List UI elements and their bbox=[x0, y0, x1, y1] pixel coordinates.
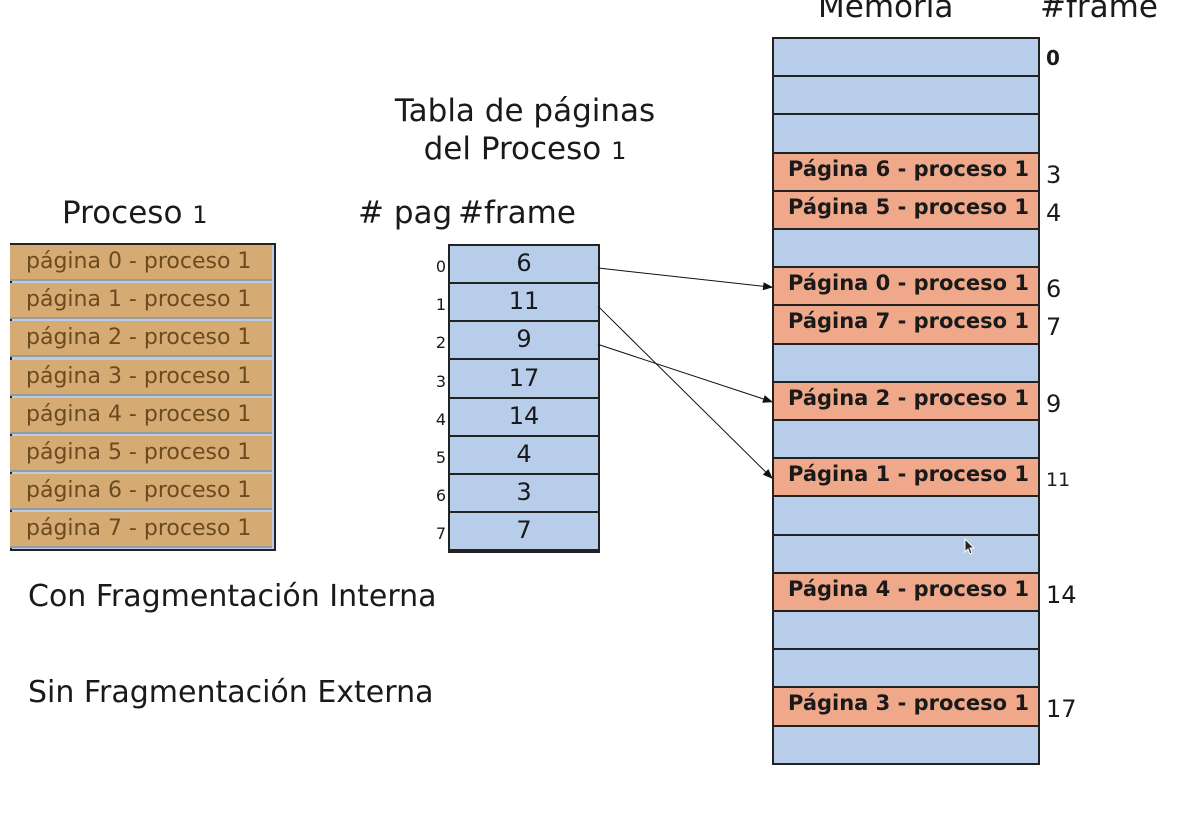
memory-frame-occupied: Página 0 - proceso 1 bbox=[774, 268, 1038, 307]
process-page-row: página 6 - proceso 1 bbox=[10, 474, 272, 511]
process-page-row: página 2 - proceso 1 bbox=[10, 321, 272, 358]
memory-frame-occupied: Página 2 - proceso 1 bbox=[774, 382, 1038, 421]
memory-frame-free bbox=[774, 77, 1038, 116]
page-table-frame-cell: 17 bbox=[450, 360, 598, 399]
page-index-label: 5 bbox=[435, 448, 446, 467]
process-page-row: página 5 - proceso 1 bbox=[10, 436, 272, 472]
frame-number-label: 9 bbox=[1046, 389, 1062, 418]
page-index-label: 0 bbox=[435, 257, 446, 276]
frame-number-label: 3 bbox=[1046, 160, 1062, 189]
memory-frame-free bbox=[774, 39, 1038, 78]
page-table-frame-cell: 11 bbox=[450, 284, 598, 323]
page-index-label: 7 bbox=[435, 524, 446, 544]
frame-column-header: #frame bbox=[1040, 0, 1158, 25]
page-table-frame-cell: 9 bbox=[450, 322, 598, 361]
page-table-title-line1: Tabla de páginas bbox=[394, 93, 656, 129]
page-index-label: 3 bbox=[435, 371, 446, 391]
page-index-label: 4 bbox=[435, 409, 446, 429]
page-table-title-number: 1 bbox=[611, 137, 627, 165]
page-index-label: 1 bbox=[435, 295, 446, 315]
memory-frame-occupied: Página 4 - proceso 1 bbox=[774, 573, 1038, 612]
frame-number-label: 0 bbox=[1046, 46, 1060, 70]
memory-header: Memoria bbox=[818, 0, 954, 25]
memory-frame-free bbox=[774, 726, 1038, 765]
page-index-label: 6 bbox=[435, 486, 446, 506]
page-table-title-line2: del Proceso 1 bbox=[380, 130, 670, 170]
memory-frame-free bbox=[774, 612, 1038, 651]
frame-number-label: 14 bbox=[1046, 580, 1077, 609]
internal-fragmentation-note: Con Fragmentación Interna bbox=[28, 579, 437, 614]
process-title-number: 1 bbox=[192, 201, 208, 229]
memory-frame-free bbox=[774, 344, 1038, 383]
frame-number-label: 6 bbox=[1046, 275, 1062, 304]
process-title: Proceso 1 bbox=[62, 198, 208, 229]
page-table-frame-cell: 3 bbox=[450, 475, 598, 514]
memory-frame-occupied: Página 3 - proceso 1 bbox=[774, 688, 1038, 727]
process-page-row: página 1 - proceso 1 bbox=[10, 283, 272, 320]
page-table-frame-cell: 6 bbox=[450, 246, 598, 284]
page-table-title-text: del Proceso bbox=[423, 131, 602, 167]
memory-frame-free bbox=[774, 421, 1038, 460]
page-to-frame-arrow bbox=[597, 343, 773, 403]
process-page-row: página 4 - proceso 1 bbox=[10, 397, 272, 434]
frame-number-label: 4 bbox=[1046, 198, 1062, 227]
page-to-frame-arrow bbox=[597, 305, 773, 479]
process-page-row: página 3 - proceso 1 bbox=[10, 359, 272, 396]
memory-frame-occupied: Página 5 - proceso 1 bbox=[774, 191, 1038, 230]
page-table-frame-cell: 4 bbox=[450, 437, 598, 475]
memory-frame-free bbox=[774, 535, 1038, 574]
memory-frame-occupied: Página 1 - proceso 1 bbox=[774, 459, 1038, 498]
memory-frame-free bbox=[774, 230, 1038, 269]
page-table-title: Tabla de páginas del Proceso 1 bbox=[380, 92, 670, 170]
page-number-column-header: # pag bbox=[358, 195, 453, 231]
memory-frame-occupied: Página 7 - proceso 1 bbox=[774, 306, 1038, 345]
page-table-frame-cell: 14 bbox=[450, 398, 598, 437]
page-to-frame-arrow bbox=[597, 267, 773, 291]
memory-frame-free bbox=[774, 650, 1038, 689]
process-title-text: Proceso bbox=[62, 195, 183, 231]
page-table-frame-cell: 7 bbox=[450, 513, 598, 552]
mouse-cursor-icon bbox=[964, 538, 976, 555]
external-fragmentation-note: Sin Fragmentación Externa bbox=[28, 675, 434, 710]
memory-frame-occupied: Página 6 - proceso 1 bbox=[774, 153, 1038, 192]
frame-number-label: 7 bbox=[1046, 313, 1062, 342]
frame-number-column-header: #frame bbox=[458, 195, 576, 231]
memory-frame-free bbox=[774, 115, 1038, 154]
process-page-row: página 0 - proceso 1 bbox=[10, 245, 272, 281]
memory-frame-free bbox=[774, 497, 1038, 536]
process-page-row: página 7 - proceso 1 bbox=[10, 512, 272, 549]
frame-number-label: 11 bbox=[1046, 469, 1071, 492]
frame-number-label: 17 bbox=[1046, 695, 1077, 724]
page-index-label: 2 bbox=[435, 333, 446, 353]
